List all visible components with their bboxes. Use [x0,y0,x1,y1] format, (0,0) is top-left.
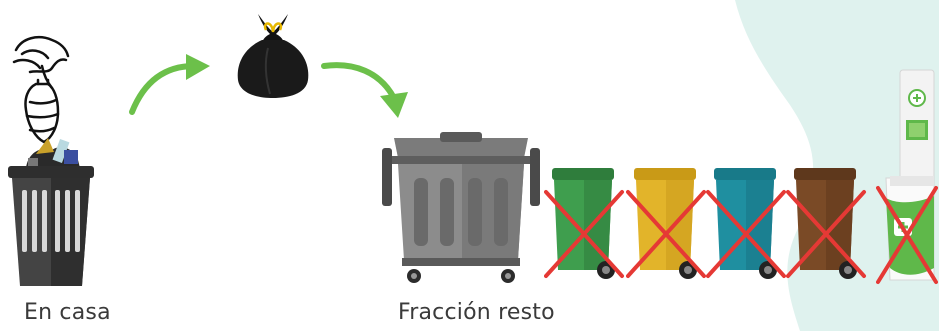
caption-en-casa: En casa [24,300,111,325]
blue-bin-crossed-icon [706,168,786,279]
green-bin-crossed-icon [544,168,624,279]
pharmacy-point-crossed-icon [876,69,938,284]
yellow-bin-crossed-icon [626,168,706,279]
brown-bin-crossed-icon [786,168,866,279]
green-arrow-icon [321,62,408,118]
black-garbage-bag-icon [237,14,309,98]
green-arrow-icon [129,54,210,115]
caption-fraccion-resto: Fracción resto [398,300,555,325]
hand-dropping-mask-icon [12,36,70,144]
grey-container-icon [382,132,540,283]
trash-basket-icon [8,138,94,286]
